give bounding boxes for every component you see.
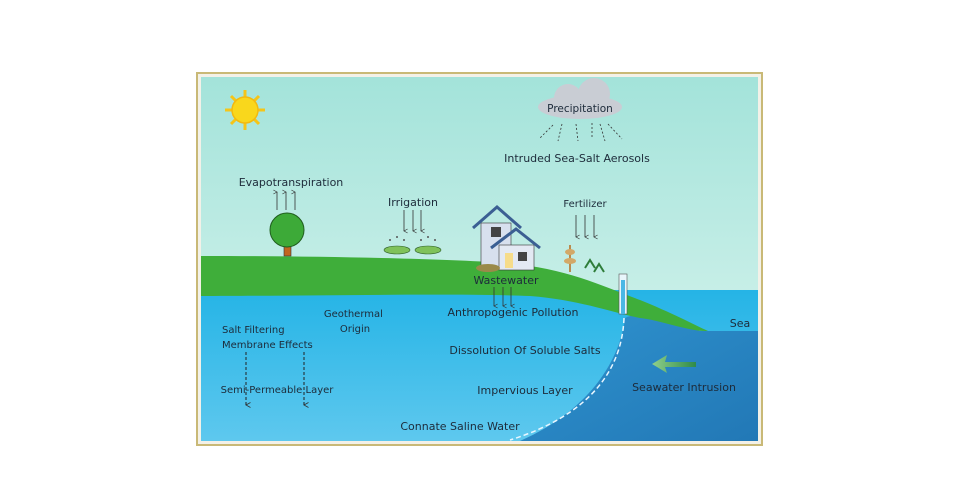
rain-lines [539,123,623,142]
membrane-arrows [245,352,309,408]
aerosols-label: Intruded Sea-Salt Aerosols [504,152,650,165]
dissolution-label: Dissolution Of Soluble Salts [449,344,600,357]
evaporation-arrows [273,189,296,210]
crops-icon [383,236,442,255]
salt-filtering-line-1: Salt Filtering [222,325,285,336]
geothermal-line-2: Origin [340,324,370,335]
tree-icon [269,212,305,257]
fertilizer-label: Fertilizer [563,199,607,210]
anthropogenic-label: Anthropogenic Pollution [448,306,579,319]
fertilizer-arrows [575,215,598,240]
wastewater-label: Wastewater [473,274,539,287]
connate-label: Connate Saline Water [400,420,520,433]
sea [520,315,758,441]
salt-filtering-label: Salt Filtering Membrane Effects [222,325,313,351]
evapotranspiration-label: Evapotranspiration [239,176,344,189]
cloud-icon [538,78,622,119]
saltwater-interface [509,317,625,441]
house-icon [472,205,541,272]
semi-permeable-label: Semi-Permeable Layer [221,385,335,396]
well-icon [618,273,628,315]
impervious-label: Impervious Layer [477,384,573,397]
land [201,256,708,332]
intrusion-arrow-icon [652,355,696,373]
seawater-intrusion-label: Seawater Intrusion [632,381,736,394]
irrigation-arrows [403,210,425,234]
plants-icon [564,245,605,273]
precipitation-label: Precipitation [547,103,613,115]
sea-label: Sea [730,317,751,330]
sun-icon [225,90,265,130]
wastewater-arrows [493,287,515,309]
irrigation-label: Irrigation [388,196,438,209]
geothermal-label: Geothermal Origin [324,309,386,335]
salt-filtering-line-2: Membrane Effects [222,340,313,351]
geothermal-line-1: Geothermal [324,309,383,320]
